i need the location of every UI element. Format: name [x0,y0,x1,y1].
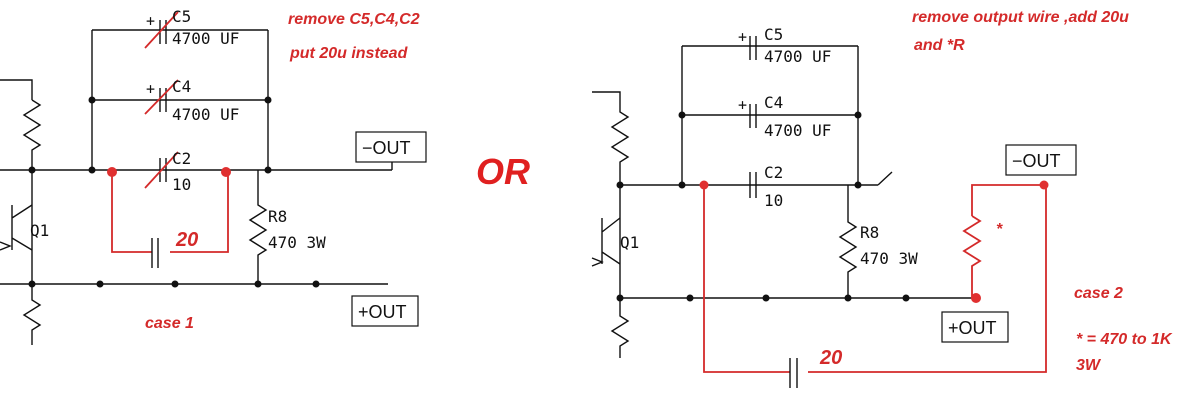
r-out-minus-label: −OUT [1012,151,1061,171]
new-cap-value: 20 [175,229,198,251]
c2-strike [144,151,179,189]
star-note: * = 470 to 1K [1076,331,1173,348]
note-remove-output: remove output wire ,add 20u [912,9,1129,26]
svg-text:+: + [146,12,155,30]
out-plus-label: +OUT [358,302,407,322]
r-c4-label: C4 [764,93,783,112]
c5-strike [144,11,179,49]
r-out-plus-box [941,311,1009,343]
svg-text:+: + [738,28,747,46]
out-plus-box [351,295,419,327]
r-new-cap-value: 20 [819,347,842,369]
out-minus-label: −OUT [362,138,411,158]
r-out-minus-box [1005,144,1077,176]
note-remove-caps: remove C5,C4,C2 [288,11,420,28]
r8-value: 470 3W [268,233,326,252]
or-label: OR [476,151,530,192]
r-r8-value: 470 3W [860,249,918,268]
r-c2-value: 10 [764,191,783,210]
svg-text:+: + [146,80,155,98]
c4-strike [144,79,179,115]
q1-label: Q1 [30,221,49,240]
star-note-wattage: 3W [1076,357,1102,374]
out-minus-box [355,131,427,163]
c4-label: C4 [172,77,191,96]
r-c5-label: C5 [764,25,783,44]
right-circuit: + + C5 4700 UF C4 4700 UF C2 10 R8 470 3… [591,9,1173,388]
r-c2-label: C2 [764,163,783,182]
c2-label: C2 [172,149,191,168]
c2-value: 10 [172,175,191,194]
svg-text:+: + [738,96,747,114]
case-2-label: case 2 [1074,285,1123,302]
left-circuit: + + C5 4700 UF C4 4700 UF C2 10 R8 470 3… [0,7,427,345]
r-c5-value: 4700 UF [764,47,831,66]
c5-label: C5 [172,7,191,26]
r-q1-label: Q1 [620,233,639,252]
c5-value: 4700 UF [172,29,239,48]
c4-value: 4700 UF [172,105,239,124]
r8-label: R8 [268,207,287,226]
note-and-r: and *R [914,37,965,54]
note-put-20u: put 20u instead [289,45,409,62]
r-out-plus-label: +OUT [948,318,997,338]
r-r8-label: R8 [860,223,879,242]
star-marker: * [996,221,1003,238]
r-c4-value: 4700 UF [764,121,831,140]
case-1-label: case 1 [145,315,194,332]
